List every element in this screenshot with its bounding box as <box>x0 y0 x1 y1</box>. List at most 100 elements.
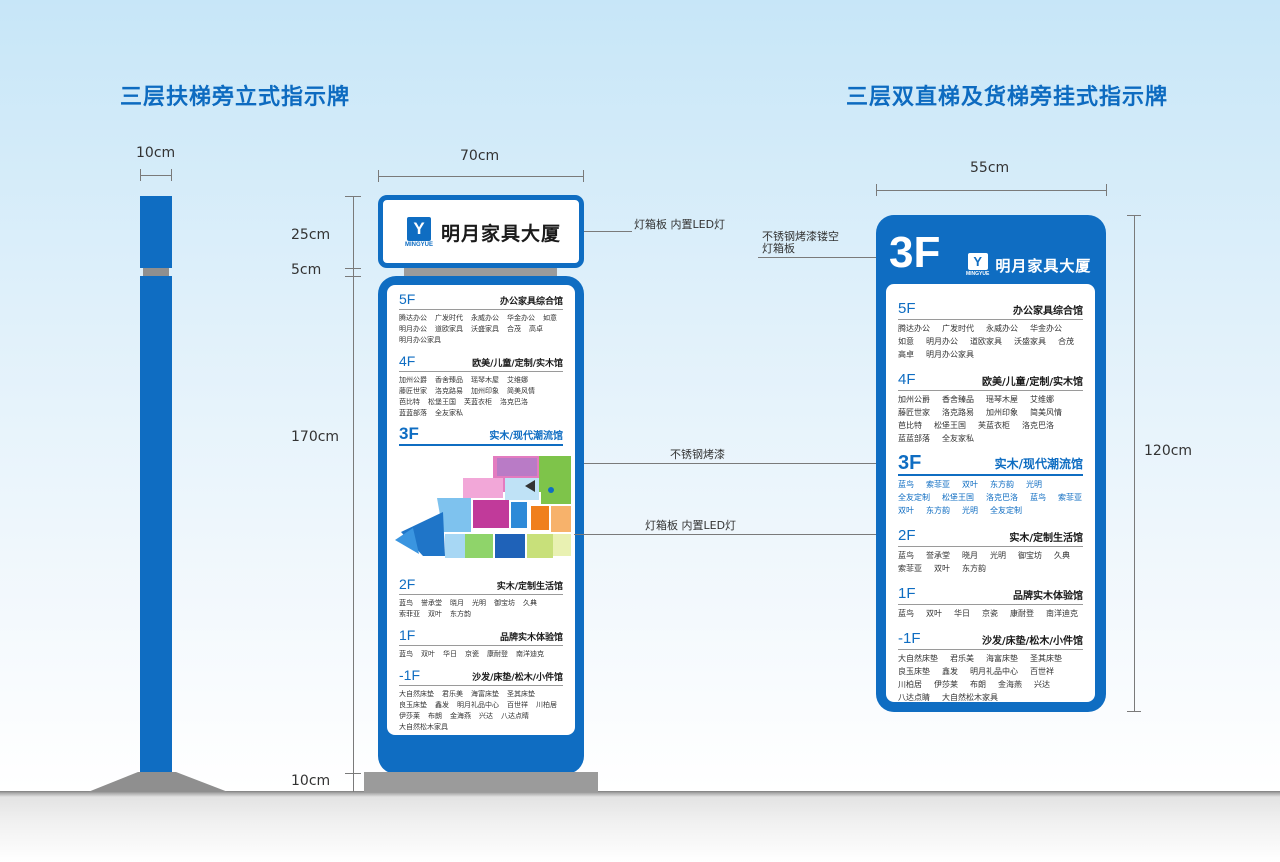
shop-name: 藤匠世家 <box>898 408 930 417</box>
shop-name: 八达点睛 <box>501 712 529 720</box>
map-zone <box>465 534 493 558</box>
brand-name: 明月家具大厦 <box>441 223 562 245</box>
pole-width-dimension-line <box>140 175 172 176</box>
you-are-here-pin-icon <box>548 487 554 493</box>
escalator-icon <box>525 480 535 492</box>
shop-name: 全友家私 <box>435 409 463 417</box>
shop-name: 海富床垫 <box>471 690 499 698</box>
shop-name: 索菲亚 <box>1058 493 1082 502</box>
hanging-width-dimension-line <box>876 190 1107 191</box>
callout-line <box>574 534 880 535</box>
shop-name: 道欧家具 <box>970 337 1002 346</box>
shop-name: 金海燕 <box>998 680 1022 689</box>
shop-name: 东方韵 <box>450 610 471 618</box>
dimension-tick <box>1127 215 1141 216</box>
dimension-tick <box>378 170 379 182</box>
shop-name: 索菲亚 <box>898 564 922 573</box>
map-zone <box>527 534 553 558</box>
shop-name: 明月办公 <box>926 337 958 346</box>
shop-name: 高卓 <box>529 325 543 333</box>
pole-header <box>140 196 172 268</box>
shop-name: 香舍臻品 <box>942 395 974 404</box>
shop-name: 加州公爵 <box>898 395 930 404</box>
floor-number: 2F <box>399 576 416 592</box>
logo-text: MINGYUE <box>966 271 990 277</box>
shop-name: 蓝鸟 <box>399 650 413 658</box>
shop-name: 永威办公 <box>471 314 499 322</box>
shop-name: 伊莎莱 <box>399 712 420 720</box>
shop-name: 御宝坊 <box>494 599 515 607</box>
shop-name: 洛克巴洛 <box>986 493 1018 502</box>
shop-name: 永威办公 <box>986 324 1018 333</box>
shop-name: 华日 <box>954 609 970 618</box>
shop-name: 川柏居 <box>536 701 557 709</box>
shop-name: 沃盛家具 <box>471 325 499 333</box>
shop-name: 百世祥 <box>507 701 528 709</box>
sign-width-dimension-line <box>378 176 584 177</box>
floor-number: -1F <box>399 667 420 683</box>
shop-name: 洛克巴洛 <box>500 398 528 406</box>
floor-name: 品牌实木体验馆 <box>1013 591 1083 602</box>
floor-number: 5F <box>399 291 416 307</box>
shop-name: 双叶 <box>898 506 914 515</box>
pole-body <box>140 276 172 774</box>
shop-list: 大自然床垫君乐美海富床垫圣其床垫良玉床垫鑫发明月礼品中心百世祥川柏居伊莎莱布朗金… <box>399 689 563 732</box>
callout-hollow-line2: 灯箱板 <box>762 242 795 255</box>
floor-name: 品牌实木体验馆 <box>499 633 563 643</box>
shop-name: 康耐登 <box>487 650 508 658</box>
shop-name: 布朗 <box>970 680 986 689</box>
shop-name: 御宝坊 <box>1018 551 1042 560</box>
floor-line <box>0 791 1280 862</box>
shop-name: 明月办公 <box>399 325 427 333</box>
shop-name: 道欧家具 <box>435 325 463 333</box>
shop-name: 明月礼品中心 <box>970 667 1018 676</box>
shop-name: 八达点睛 <box>898 693 930 702</box>
shop-name: 蓝鸟 <box>399 599 413 607</box>
shop-name: 如意 <box>898 337 914 346</box>
shop-name: 大自然床垫 <box>399 690 434 698</box>
shop-name: 南洋迪克 <box>516 650 544 658</box>
dimension-tick <box>876 184 877 196</box>
shop-name: 松堡王国 <box>942 493 974 502</box>
shop-name: 誉承堂 <box>926 551 950 560</box>
callout-lightbox-mid: 灯箱板 内置LED灯 <box>645 519 737 532</box>
hanging-width-label: 55cm <box>970 160 1010 176</box>
floor-name: 欧美/儿童/定制/实木馆 <box>472 359 563 369</box>
body-height-label: 170cm <box>291 429 340 445</box>
shop-name: 明月礼品中心 <box>457 701 499 709</box>
dimension-tick <box>583 170 584 182</box>
shop-name: 南洋迪克 <box>1046 609 1078 618</box>
dimension-tick <box>171 169 172 181</box>
shop-list: 加州公爵香舍臻品瑶琴木屋艾维娜藤匠世家洛克路易加州印象简美风情芭比特松堡王国芙蓝… <box>399 375 563 418</box>
shop-name: 久典 <box>1054 551 1070 560</box>
callout-line <box>584 463 880 464</box>
right-heading: 三层双直梯及货梯旁挂式指示牌 <box>846 85 1169 110</box>
map-zone <box>531 506 549 530</box>
floor-number: 1F <box>898 585 916 602</box>
map-zone <box>511 502 527 528</box>
pole-base <box>88 772 228 792</box>
map-zone <box>401 512 445 556</box>
base-height-label: 10cm <box>291 773 331 789</box>
shop-name: 大自然床垫 <box>898 654 938 663</box>
shop-list: 蓝鸟双叶华日京瓷康耐登南洋迪克 <box>399 649 563 659</box>
standing-sign-gap <box>404 268 557 276</box>
shop-name: 大自然松木家具 <box>942 693 998 702</box>
shop-name: 兴达 <box>479 712 493 720</box>
shop-name: 久典 <box>523 599 537 607</box>
shop-list: 蓝鸟双叶华日京瓷康耐登南洋迪克 <box>898 608 1083 620</box>
shop-name: 华金办公 <box>507 314 535 322</box>
shop-name: 索菲亚 <box>399 610 420 618</box>
shop-name: 合茂 <box>507 325 521 333</box>
standing-sign-base <box>364 772 598 792</box>
shop-name: 圣其床垫 <box>1030 654 1062 663</box>
floor-number: 5F <box>898 300 916 317</box>
map-zone <box>495 534 525 558</box>
brand: Y MINGYUE 明月家具大厦 <box>405 217 561 248</box>
